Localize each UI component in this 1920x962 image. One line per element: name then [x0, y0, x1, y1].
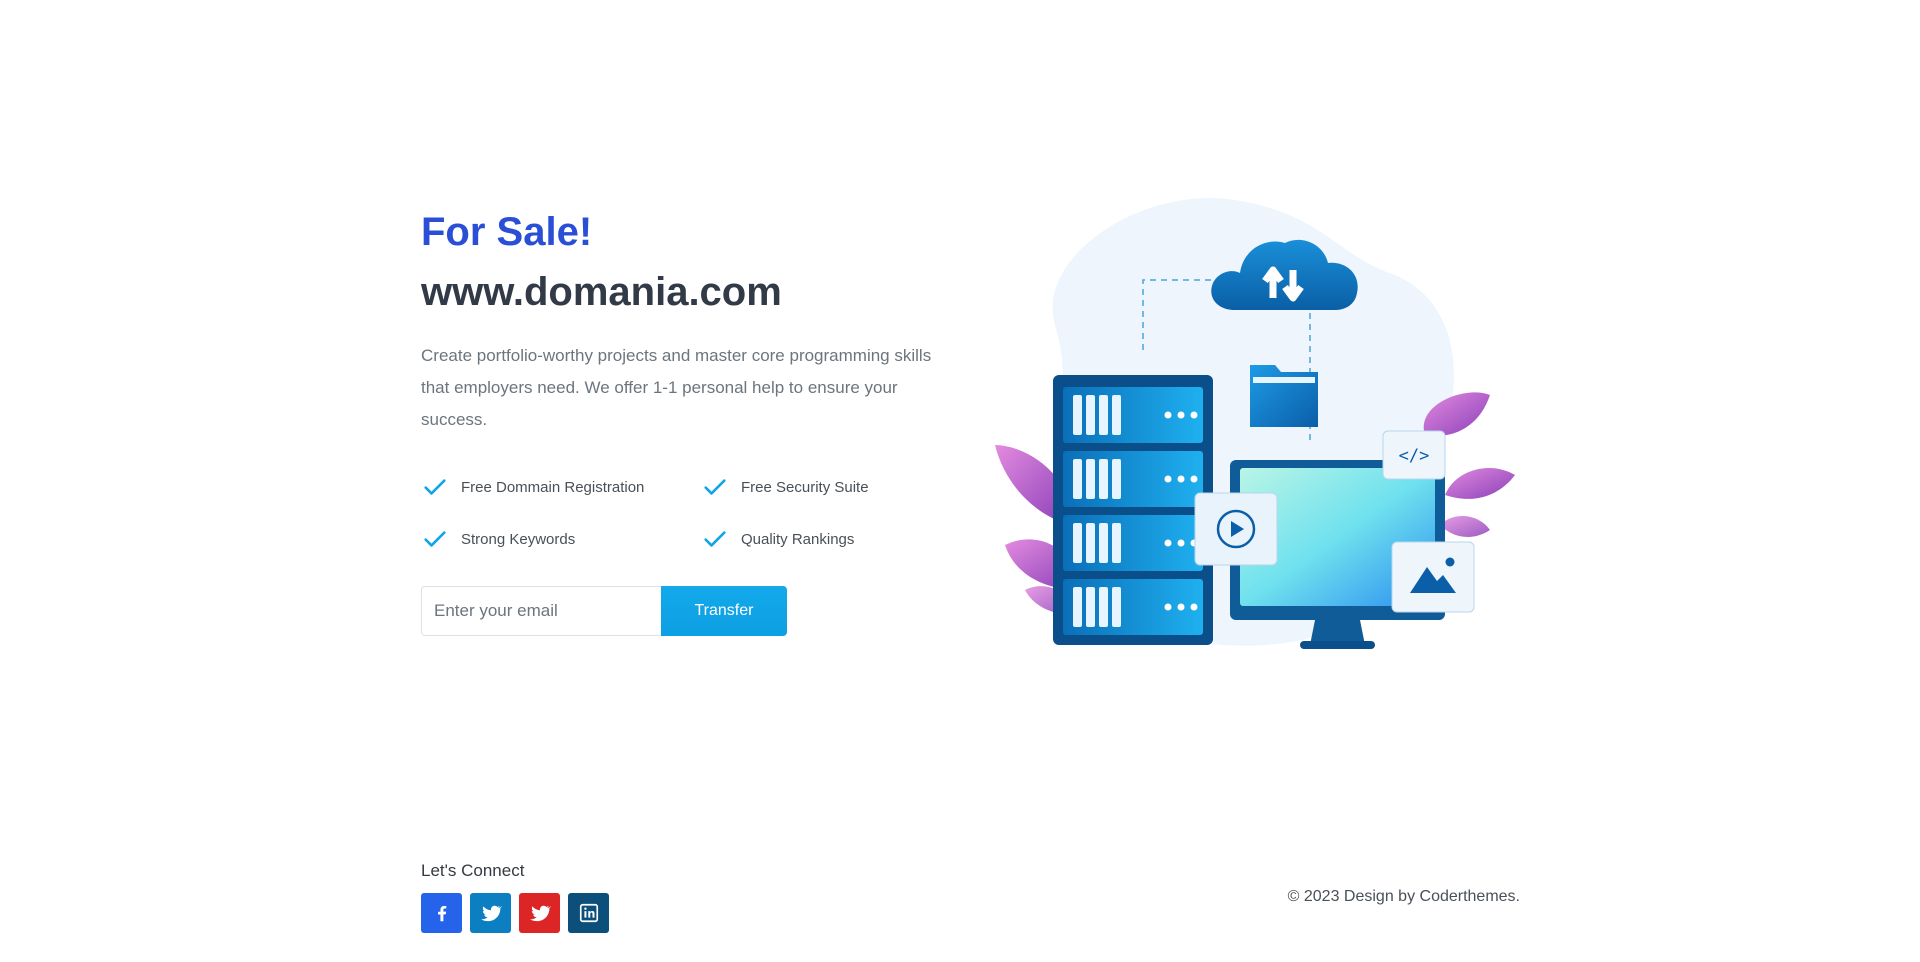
hero-section: For Sale! www.domania.com Create portfol… — [421, 206, 961, 636]
image-card — [1391, 541, 1475, 613]
feature-label: Free Security Suite — [741, 478, 869, 496]
cloud-transfer-icon — [1211, 239, 1358, 310]
play-card — [1194, 492, 1278, 566]
twitter-link[interactable] — [470, 893, 511, 933]
feature-item: Quality Rankings — [701, 524, 951, 554]
copyright-text: © 2023 Design by Coderthemes. — [1287, 888, 1520, 905]
svg-text:</>: </> — [1399, 446, 1430, 466]
code-card: </> — [1382, 430, 1446, 480]
server-illustration: </> — [995, 197, 1515, 649]
check-icon — [424, 479, 446, 495]
twitter-icon — [480, 905, 502, 922]
check-icon — [704, 531, 726, 547]
transfer-button[interactable]: Transfer — [661, 586, 787, 636]
twitter-link-alt[interactable] — [519, 893, 560, 933]
for-sale-heading: For Sale! — [421, 210, 593, 254]
hero-description: Create portfolio-worthy projects and mas… — [421, 346, 932, 429]
feature-list: Free Dommain Registration Free Security … — [421, 472, 961, 554]
check-icon — [704, 479, 726, 495]
leaves-right — [1423, 392, 1515, 537]
feature-label: Quality Rankings — [741, 530, 855, 548]
domain-name-heading: www.domania.com — [421, 270, 782, 314]
server-rack — [1053, 375, 1213, 645]
check-icon — [424, 531, 446, 547]
twitter-icon — [529, 905, 551, 922]
monitor — [1230, 460, 1445, 649]
facebook-link[interactable] — [421, 893, 462, 933]
transfer-form: Transfer — [421, 586, 961, 636]
feature-item: Strong Keywords — [421, 524, 701, 554]
feature-item: Free Dommain Registration — [421, 472, 701, 502]
folder-icon — [1250, 365, 1318, 427]
social-connect: Let's Connect — [421, 860, 609, 933]
email-input[interactable] — [421, 586, 661, 636]
feature-label: Free Dommain Registration — [461, 478, 645, 496]
linkedin-link[interactable] — [568, 893, 609, 933]
facebook-icon — [437, 905, 446, 922]
social-links — [421, 893, 609, 933]
feature-label: Strong Keywords — [461, 530, 576, 548]
feature-item: Free Security Suite — [701, 472, 951, 502]
connect-title: Let's Connect — [421, 861, 525, 880]
linkedin-icon — [579, 903, 598, 923]
